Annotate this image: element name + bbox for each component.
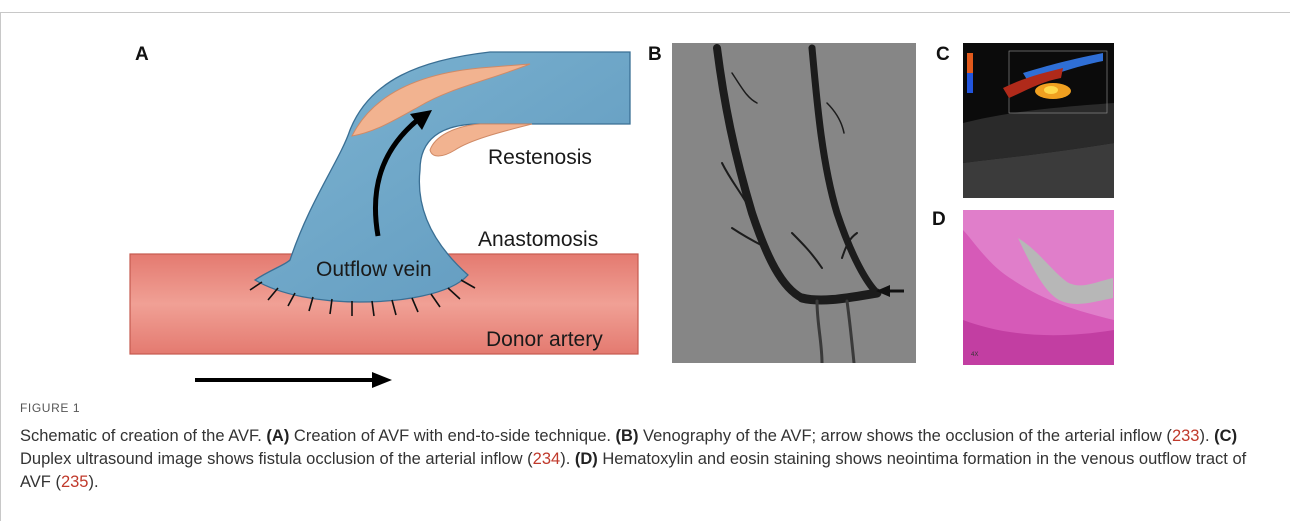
caption-text-c: Duplex ultrasound image shows fistula oc… bbox=[20, 450, 533, 468]
panel-d-histology-image: 4X bbox=[963, 210, 1114, 365]
artery-flow-arrow-head bbox=[372, 372, 392, 388]
panel-c-label: C bbox=[936, 44, 950, 66]
label-outflow-vein: Outflow vein bbox=[316, 258, 432, 281]
panel-d-label: D bbox=[932, 209, 946, 231]
panel-b-label: B bbox=[648, 44, 662, 66]
caption-tail-c: ). bbox=[560, 450, 570, 468]
left-divider bbox=[0, 12, 1, 521]
caption-text-b: Venography of the AVF; arrow shows the o… bbox=[638, 427, 1171, 445]
panel-a-schematic: Restenosis Anastomosis Outflow vein Dono… bbox=[120, 40, 650, 390]
caption-tail-d: ). bbox=[88, 473, 98, 491]
caption-tag-c: (C) bbox=[1214, 427, 1237, 445]
figure-caption: Schematic of creation of the AVF. (A) Cr… bbox=[20, 425, 1260, 494]
caption-tag-a: (A) bbox=[266, 427, 289, 445]
reference-link-235[interactable]: 235 bbox=[61, 473, 89, 491]
label-anastomosis: Anastomosis bbox=[478, 228, 598, 251]
caption-tail-b: ). bbox=[1199, 427, 1209, 445]
label-restenosis: Restenosis bbox=[488, 146, 592, 169]
caption-text-a: Creation of AVF with end-to-side techniq… bbox=[289, 427, 611, 445]
panel-c-ultrasound-image bbox=[963, 43, 1114, 198]
caption-tag-b: (B) bbox=[616, 427, 639, 445]
label-donor-artery: Donor artery bbox=[486, 328, 603, 351]
reference-link-233[interactable]: 233 bbox=[1172, 427, 1200, 445]
reference-link-234[interactable]: 234 bbox=[533, 450, 561, 468]
caption-lead: Schematic of creation of the AVF. bbox=[20, 427, 262, 445]
top-divider bbox=[0, 12, 1290, 13]
figure-number: FIGURE 1 bbox=[20, 401, 80, 415]
caption-tag-d: (D) bbox=[575, 450, 598, 468]
panel-b-venography-image bbox=[672, 43, 916, 363]
histology-magnification: 4X bbox=[971, 352, 978, 358]
